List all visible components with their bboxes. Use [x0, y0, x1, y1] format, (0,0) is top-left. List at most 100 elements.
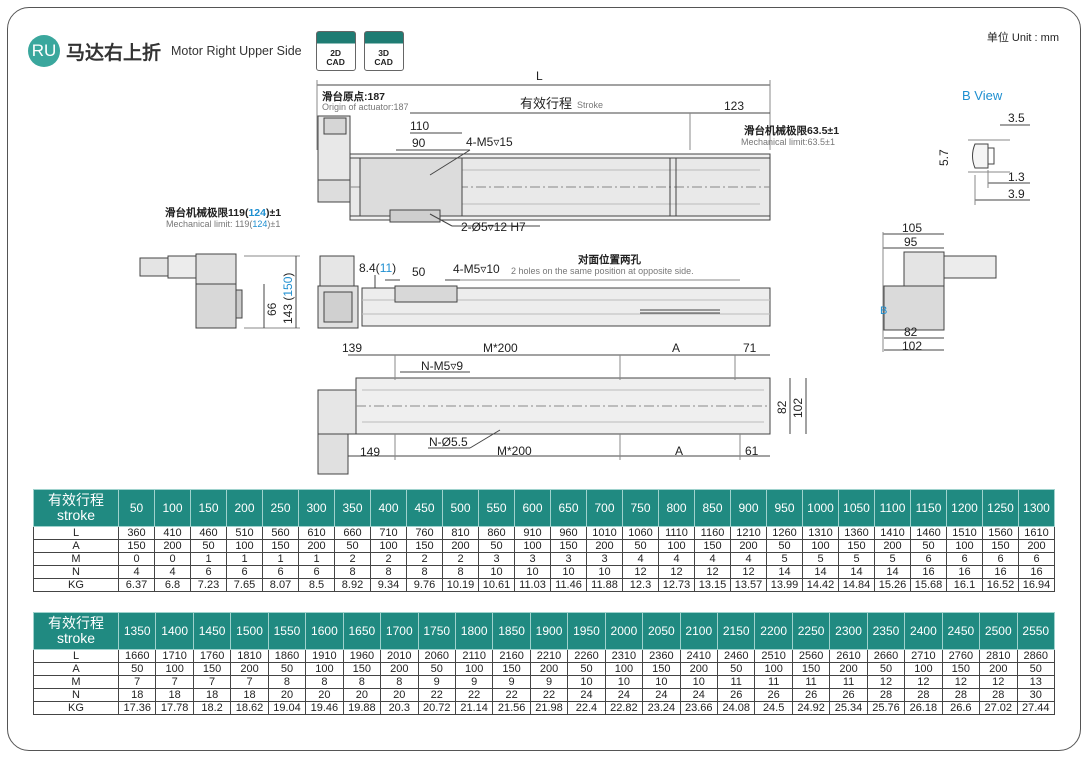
- table-cell: 50: [117, 662, 157, 676]
- table-cell: 8.07: [262, 578, 299, 592]
- table-cell: 200: [730, 539, 767, 553]
- table-cell: 4: [658, 552, 695, 566]
- dim-71: 71: [743, 341, 757, 355]
- table-cell: 360: [118, 526, 155, 540]
- dim-61: 61: [745, 444, 759, 458]
- table-cell: 24.08: [716, 701, 756, 715]
- dim-66: 66: [265, 302, 279, 316]
- table-cell: 27.44: [1016, 701, 1055, 715]
- dim-82-end: 82: [904, 325, 918, 339]
- table-cell: 11.46: [550, 578, 587, 592]
- end-view: [882, 232, 997, 352]
- table-cell: 150: [694, 539, 731, 553]
- table-cell: 100: [802, 539, 839, 553]
- table-cell: 6: [262, 565, 299, 579]
- row-label: A: [33, 662, 119, 676]
- dim-105: 105: [902, 221, 922, 235]
- table-cell: 20: [380, 688, 419, 702]
- table-cell: 2760: [941, 649, 981, 663]
- table-cell: 24: [679, 688, 719, 702]
- table-cell: 2: [442, 552, 479, 566]
- table-cell: 910: [514, 526, 551, 540]
- table-cell: 560: [262, 526, 299, 540]
- table-cell: 610: [298, 526, 335, 540]
- table-cell: 6: [190, 565, 227, 579]
- table-cell: 11: [829, 675, 868, 689]
- table-cell: 13.15: [694, 578, 731, 592]
- table-cell: 15.26: [874, 578, 911, 592]
- stroke-header-cell: 1950: [567, 612, 606, 650]
- table-cell: 5: [838, 552, 875, 566]
- table-cell: 2: [370, 552, 407, 566]
- cad-2d-button[interactable]: 2D CAD: [315, 31, 356, 71]
- table-cell: 24: [642, 688, 681, 702]
- table-cell: 1260: [766, 526, 803, 540]
- stroke-header-cell: 2150: [716, 612, 756, 650]
- table-cell: 12: [694, 565, 731, 579]
- table-cell: 150: [192, 662, 232, 676]
- table-cell: 3: [550, 552, 587, 566]
- stroke-header-cell: 900: [730, 489, 767, 527]
- stroke-header-cell: 700: [586, 489, 623, 527]
- table-cell: 15.68: [910, 578, 947, 592]
- table-cell: 1010: [586, 526, 623, 540]
- table-cell: 2410: [679, 649, 719, 663]
- table-cell: 14: [766, 565, 803, 579]
- dim-90: 90: [412, 136, 426, 150]
- origin-en: Origin of actuator:187: [322, 102, 409, 112]
- table-cell: 2110: [454, 649, 494, 663]
- table-cell: 760: [406, 526, 443, 540]
- stroke-header-cell: 1650: [342, 612, 382, 650]
- table-cell: 2260: [567, 649, 606, 663]
- table-cell: 10: [514, 565, 551, 579]
- table-cell: 50: [910, 539, 947, 553]
- table-cell: 660: [334, 526, 371, 540]
- table-cell: 20.72: [417, 701, 456, 715]
- stroke-header-cell: 350: [334, 489, 371, 527]
- row-label: L: [33, 526, 119, 540]
- cad-3d-button[interactable]: 3D CAD: [363, 31, 404, 71]
- origin-cn: 滑台原点:187: [322, 90, 385, 103]
- stroke-header-cell: 1750: [417, 612, 456, 650]
- holes-top: 4-M5▿15: [466, 135, 513, 149]
- table-cell: 2860: [1016, 649, 1055, 663]
- stroke-header-cell: 50: [118, 489, 155, 527]
- table-cell: 1710: [155, 649, 194, 663]
- table-cell: 10.61: [478, 578, 515, 592]
- stroke-label-cn: 有效行程: [48, 492, 104, 508]
- n-d55-label: N-Ø5.5: [429, 435, 468, 449]
- m200-top: M*200: [483, 341, 518, 355]
- table-cell: 13: [1016, 675, 1055, 689]
- m200-bottom: M*200: [497, 444, 532, 458]
- table-cell: 710: [370, 526, 407, 540]
- table-cell: 9: [529, 675, 569, 689]
- dim-82-bottom: 82: [775, 400, 789, 414]
- table-cell: 1510: [946, 526, 983, 540]
- table-cell: 8: [370, 565, 407, 579]
- stroke-header-cell: 2050: [642, 612, 681, 650]
- dim-L: L: [536, 69, 543, 83]
- table-cell: 28: [941, 688, 981, 702]
- table-cell: 12: [941, 675, 981, 689]
- table-cell: 7.23: [190, 578, 227, 592]
- table-cell: 7: [155, 675, 194, 689]
- table-cell: 50: [267, 662, 307, 676]
- table-cell: 1: [190, 552, 227, 566]
- table-cell: 50: [622, 539, 659, 553]
- table-cell: 26: [791, 688, 831, 702]
- table-cell: 200: [874, 539, 911, 553]
- table-cell: 150: [982, 539, 1019, 553]
- row-label: KG: [33, 701, 119, 715]
- stroke-header-cell: 300: [298, 489, 335, 527]
- page-frame: [7, 7, 1081, 751]
- stroke-header-cell: 1100: [874, 489, 911, 527]
- opposite-cn: 对面位置两孔: [578, 253, 641, 266]
- header: RU 马达右上折 Motor Right Upper Side 2D CAD 3…: [28, 31, 404, 71]
- dim-110: 110: [410, 119, 429, 133]
- stroke-header-cell: 2300: [829, 612, 868, 650]
